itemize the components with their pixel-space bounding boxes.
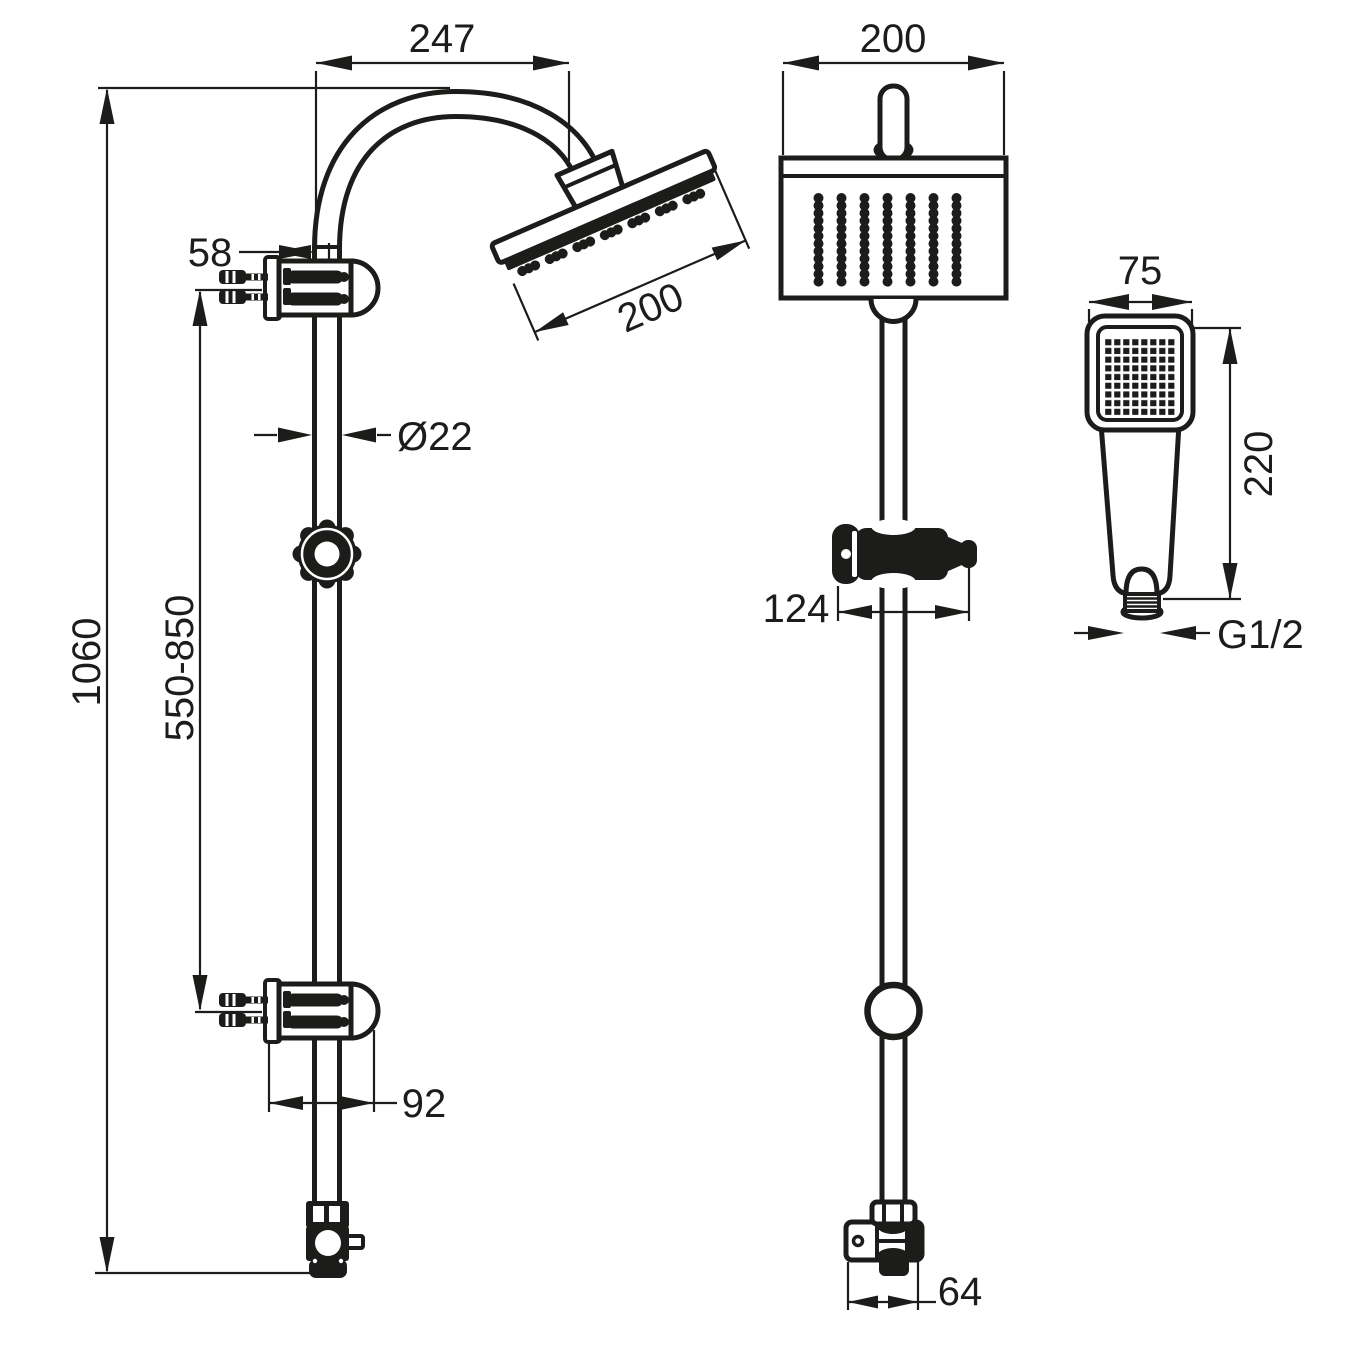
dim-wall-clearance: 58 — [188, 231, 331, 275]
hand-shower-view — [1084, 313, 1196, 621]
dim-thread: G1/2 — [1074, 613, 1304, 657]
dim-handshower-width: 75 — [1087, 249, 1194, 330]
hose-outlet-knob — [879, 1257, 909, 1276]
side-view — [778, 83, 1009, 1276]
rail-adjuster-nut — [292, 519, 362, 589]
dim-label-wall-clearance: 58 — [188, 231, 233, 275]
dim-outlet-width: 64 — [846, 1262, 983, 1314]
outlet-dome — [1123, 566, 1160, 595]
thread-section — [1123, 592, 1161, 613]
dim-label-bracket-width: 92 — [402, 1082, 447, 1126]
dim-label-outlet-width: 64 — [938, 1270, 983, 1314]
hand-shower-nozzle-grid — [1104, 338, 1176, 416]
dim-bracket-width: 92 — [267, 1030, 447, 1126]
dim-label-pipe-diameter: Ø22 — [397, 415, 473, 459]
head-swivel-dome — [868, 298, 919, 324]
dim-pipe-diameter: Ø22 — [254, 415, 473, 459]
shower-rail-and-arc-arm — [312, 88, 604, 1208]
dim-label-handshower-length: 220 — [1237, 431, 1281, 498]
dim-head-width: 200 — [781, 17, 1006, 155]
supply-stem — [877, 83, 910, 163]
dim-label-total-height: 1060 — [65, 618, 109, 707]
bottom-tee-connector — [843, 1199, 925, 1276]
dim-label-thread: G1/2 — [1217, 613, 1304, 657]
dim-holder-length: 124 — [763, 561, 971, 631]
dim-label-head-size: 200 — [611, 274, 690, 341]
spray-nozzles — [517, 186, 711, 277]
dim-adjust-range: 550-850 — [158, 288, 262, 1014]
dim-arm-reach: 247 — [314, 17, 571, 250]
dim-label-arm-reach: 247 — [409, 17, 476, 61]
rain-shower-head-front — [778, 155, 1009, 301]
dim-label-holder-length: 124 — [763, 587, 830, 631]
rail-knob-front — [864, 981, 923, 1041]
nozzle-dot-columns — [813, 193, 962, 287]
dim-label-adjust-range: 550-850 — [158, 595, 202, 742]
dim-handshower-length: 220 — [1163, 326, 1281, 601]
rain-shower-head-perspective: 200 — [489, 148, 751, 341]
dim-label-handshower-width: 75 — [1118, 249, 1163, 293]
diverter-lever — [345, 1234, 365, 1250]
handset-holder — [832, 519, 977, 589]
wall-bracket-top — [219, 257, 378, 319]
dim-total-height: 1060 — [65, 86, 450, 1275]
front-view: 200 — [219, 88, 751, 1278]
dimension-annotations: 1060 550-850 247 58 Ø22 — [65, 17, 1304, 1314]
connector-nut — [869, 1199, 918, 1227]
dim-label-head-width: 200 — [860, 17, 927, 61]
water-inlet-valve — [306, 1201, 365, 1278]
